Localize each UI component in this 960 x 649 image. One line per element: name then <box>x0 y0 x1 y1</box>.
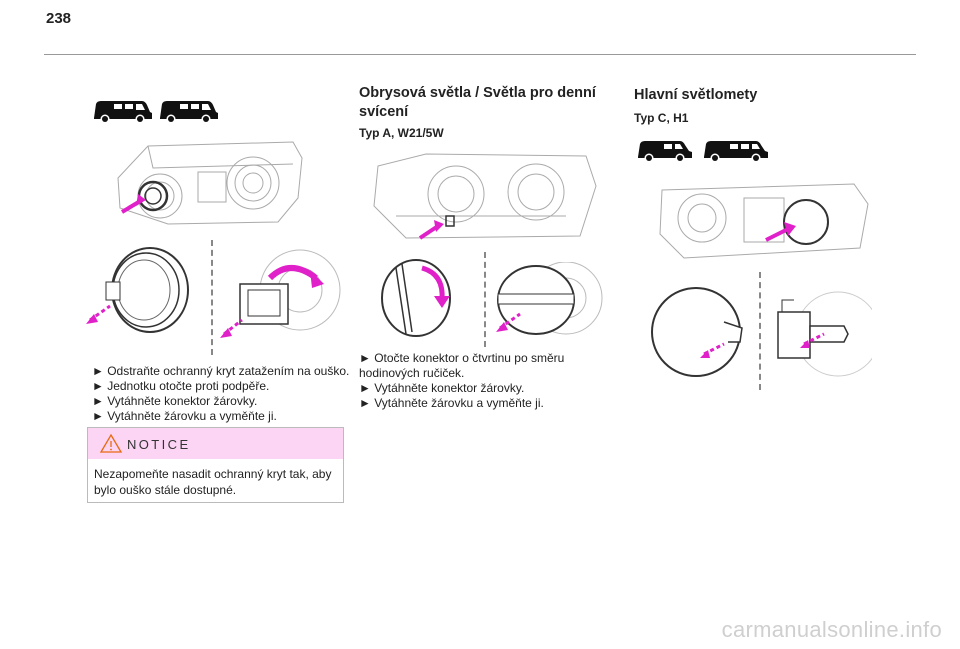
step-item: ► Vytáhněte konektor žárovky. <box>359 381 525 395</box>
step-item: ► Jednotku otočte proti podpěře. <box>92 379 270 393</box>
section-title: Obrysová světla / Světla pro denní svíce… <box>359 85 596 120</box>
drl-lamp-illustration <box>373 153 597 240</box>
notice-title: NOTICE <box>127 437 191 452</box>
notice-box: NOTICE Nezapomeňte nasadit ochranný kryt… <box>87 427 344 503</box>
section-subtitle: Typ A, W21/5W <box>359 126 444 140</box>
col1-steps: ► Odstraňte ochranný kryt zatažením na o… <box>92 364 349 424</box>
step-item: ► Vytáhněte žárovku a vyměňte ji. <box>92 409 277 423</box>
protective-cover-illustration <box>651 287 743 377</box>
divider <box>484 252 486 347</box>
protective-cover-illustration <box>86 247 189 333</box>
step-item: ► Vytáhněte konektor žárovky. <box>92 394 258 408</box>
section-title: Hlavní světlomety <box>634 87 758 103</box>
van-icon <box>94 101 218 124</box>
notice-text: Nezapomeňte nasadit ochranný kryt tak, a… <box>94 467 332 497</box>
page-number: 238 <box>46 10 72 27</box>
divider <box>759 272 761 390</box>
section-subtitle: Typ C, H1 <box>634 111 689 125</box>
notice-header: NOTICE <box>88 428 343 459</box>
connector-rotate-illustration <box>381 259 451 337</box>
step-item: ► Otočte konektor o čtvrtinu po směru ho… <box>359 351 565 380</box>
headlamp-illustration <box>117 141 303 225</box>
step-item: ► Vytáhněte žárovku a vyměňte ji. <box>359 396 544 410</box>
connector-pull-illustration <box>496 262 603 335</box>
header-rule <box>44 54 916 55</box>
step-item: ► Odstraňte ochranný kryt zatažením na o… <box>92 364 350 378</box>
divider <box>211 240 213 355</box>
footer-watermark: carmanualsonline.info <box>721 617 942 642</box>
headlamp-illustration <box>659 183 869 259</box>
warning-icon <box>100 433 122 453</box>
van-icon <box>638 141 768 163</box>
bulb-unit-illustration <box>220 249 341 338</box>
bulb-unit-illustration <box>777 291 872 377</box>
col2-steps: ► Otočte konektor o čtvrtinu po směru ho… <box>359 351 579 411</box>
